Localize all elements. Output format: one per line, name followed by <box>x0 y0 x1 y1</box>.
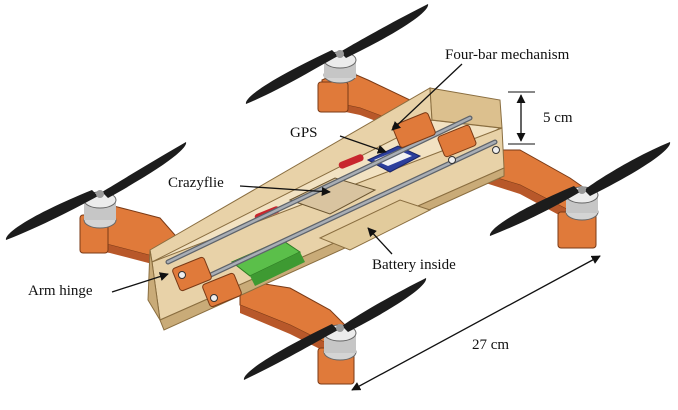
leader-four-bar <box>391 63 463 131</box>
label-gps: GPS <box>290 125 318 141</box>
label-battery-inside: Battery inside <box>372 257 456 273</box>
propeller-back-left <box>245 4 429 104</box>
dim-length-arrow <box>351 255 601 391</box>
annotation-lines <box>111 63 601 391</box>
four-bar-rods <box>165 115 498 283</box>
label-four-bar-mechanism: Four-bar mechanism <box>445 47 570 63</box>
label-crazyflie: Crazyflie <box>168 175 224 191</box>
propeller-front-left <box>5 142 187 240</box>
battery-area <box>318 199 432 251</box>
crazyflie-board <box>288 177 377 215</box>
hinge-brackets <box>172 112 500 308</box>
arm-back-left <box>317 69 411 132</box>
label-arm-hinge: Arm hinge <box>28 283 93 299</box>
leader-battery <box>367 227 393 255</box>
label-height-dimension: 5 cm <box>543 110 573 126</box>
motor-front-left <box>83 191 117 229</box>
label-length-dimension: 27 cm <box>472 337 510 353</box>
leader-arm-hinge <box>111 272 169 293</box>
leader-gps <box>339 135 387 154</box>
leader-crazyflie <box>239 185 331 196</box>
propeller-back-right <box>489 142 671 236</box>
